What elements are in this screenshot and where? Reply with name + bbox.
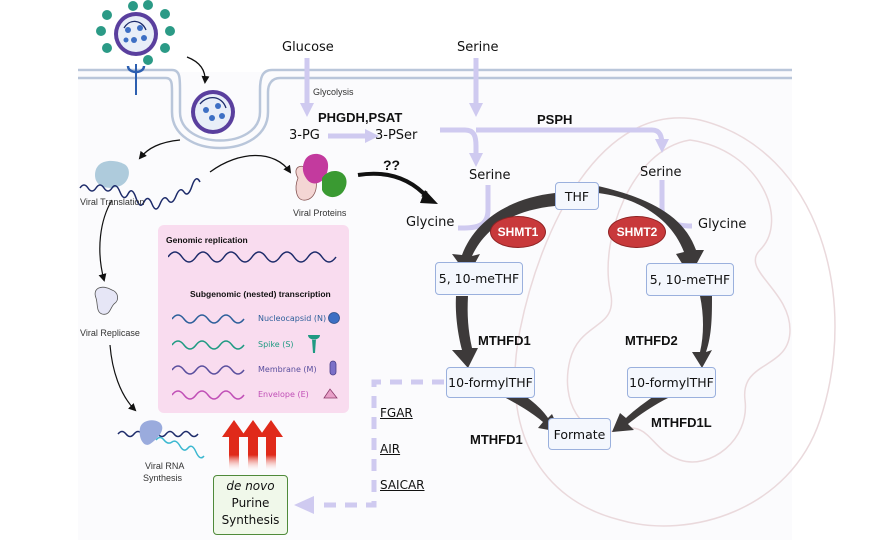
thf-box: THF	[555, 182, 599, 210]
genomic-replication-title: Genomic replication	[166, 235, 248, 245]
purine-arrowhead	[294, 496, 314, 514]
mthfd1l-label: MTHFD1L	[651, 415, 712, 430]
purine-box-line2: Purine	[231, 496, 270, 510]
envelope-label: Envelope (E)	[258, 390, 309, 399]
mitochondrion-outline	[514, 117, 836, 527]
viral-rna-strand	[79, 178, 201, 210]
fgar-label: FGAR	[380, 406, 413, 420]
subgenomic-title: Subgenomic (nested) transcription	[190, 289, 331, 299]
saicar-label: SAICAR	[380, 478, 425, 492]
capsule-icon	[329, 360, 337, 376]
3pg-label: 3-PG	[289, 128, 320, 143]
triangle-icon	[323, 388, 338, 399]
serine-cytosol-label: Serine	[469, 168, 511, 183]
viral-proteins-icon	[295, 153, 347, 201]
glucose-label: Glucose	[282, 40, 334, 55]
circle-icon	[328, 312, 340, 324]
glycolysis-label: Glycolysis	[313, 87, 354, 97]
formate-box: Formate	[548, 418, 611, 450]
genomic-rna-icon	[168, 251, 337, 263]
viral-rna-synthesis-label-1: Viral RNA	[145, 461, 185, 471]
shmt1-enzyme: SHMT1	[490, 216, 546, 248]
viral-rna-synthesis-label-2: Synthesis	[143, 473, 183, 483]
psph-label: PSPH	[537, 112, 573, 127]
spike-icon	[308, 335, 320, 353]
purine-box-line3: Synthesis	[221, 513, 280, 527]
nucleocapsid-label: Nucleocapsid (N)	[258, 314, 327, 323]
phgdh-psat-label: PHGDH,PSAT	[318, 110, 403, 125]
formylthf-right-box: 10-formylTHF	[627, 367, 716, 398]
shmt2-enzyme: SHMT2	[608, 216, 666, 248]
formylthf-left-box: 10-formylTHF	[446, 367, 535, 398]
red-up-arrows	[222, 420, 283, 470]
purine-box-line1: de novo	[226, 479, 275, 493]
purine-dashed-arrow	[318, 379, 444, 508]
methf-left-box: 5, 10-meTHF	[435, 262, 523, 295]
virus-particle-icon	[96, 0, 175, 95]
rna-synthesis-icon	[117, 420, 205, 459]
air-label: AIR	[380, 442, 401, 456]
plasma-membrane	[78, 68, 792, 150]
mthfd1-lower-label: MTHFD1	[470, 432, 523, 447]
methf-right-box: 5, 10-meTHF	[646, 263, 734, 296]
replication-panel: Genomic replication Subgenomic (nested) …	[158, 225, 349, 413]
subgenomic-rna-icons	[172, 314, 245, 400]
ribosome-icon	[95, 160, 129, 188]
replicase-icon	[94, 286, 118, 315]
serine-extracellular-label: Serine	[457, 40, 499, 55]
glycine-mito-label: Glycine	[698, 217, 747, 232]
unknown-link-label: ??	[383, 157, 401, 173]
endocytosed-virus-icon	[191, 90, 235, 134]
viral-replicase-label: Viral Replicase	[80, 328, 140, 338]
mthfd2-label: MTHFD2	[625, 333, 678, 348]
de-novo-purine-synthesis-box: de novo Purine Synthesis	[213, 475, 288, 535]
serine-mito-label: Serine	[640, 165, 682, 180]
viral-translation-label: Viral Translation	[80, 197, 145, 207]
mthfd1-upper-label: MTHFD1	[478, 333, 531, 348]
membrane-label: Membrane (M)	[258, 365, 317, 374]
spike-label: Spike (S)	[258, 340, 294, 349]
lavender-pathway-arrows	[300, 58, 693, 231]
viral-proteins-label: Viral Proteins	[293, 208, 347, 218]
3pser-label: 3-PSer	[375, 128, 418, 143]
glycine-cytosol-label: Glycine	[406, 215, 455, 230]
